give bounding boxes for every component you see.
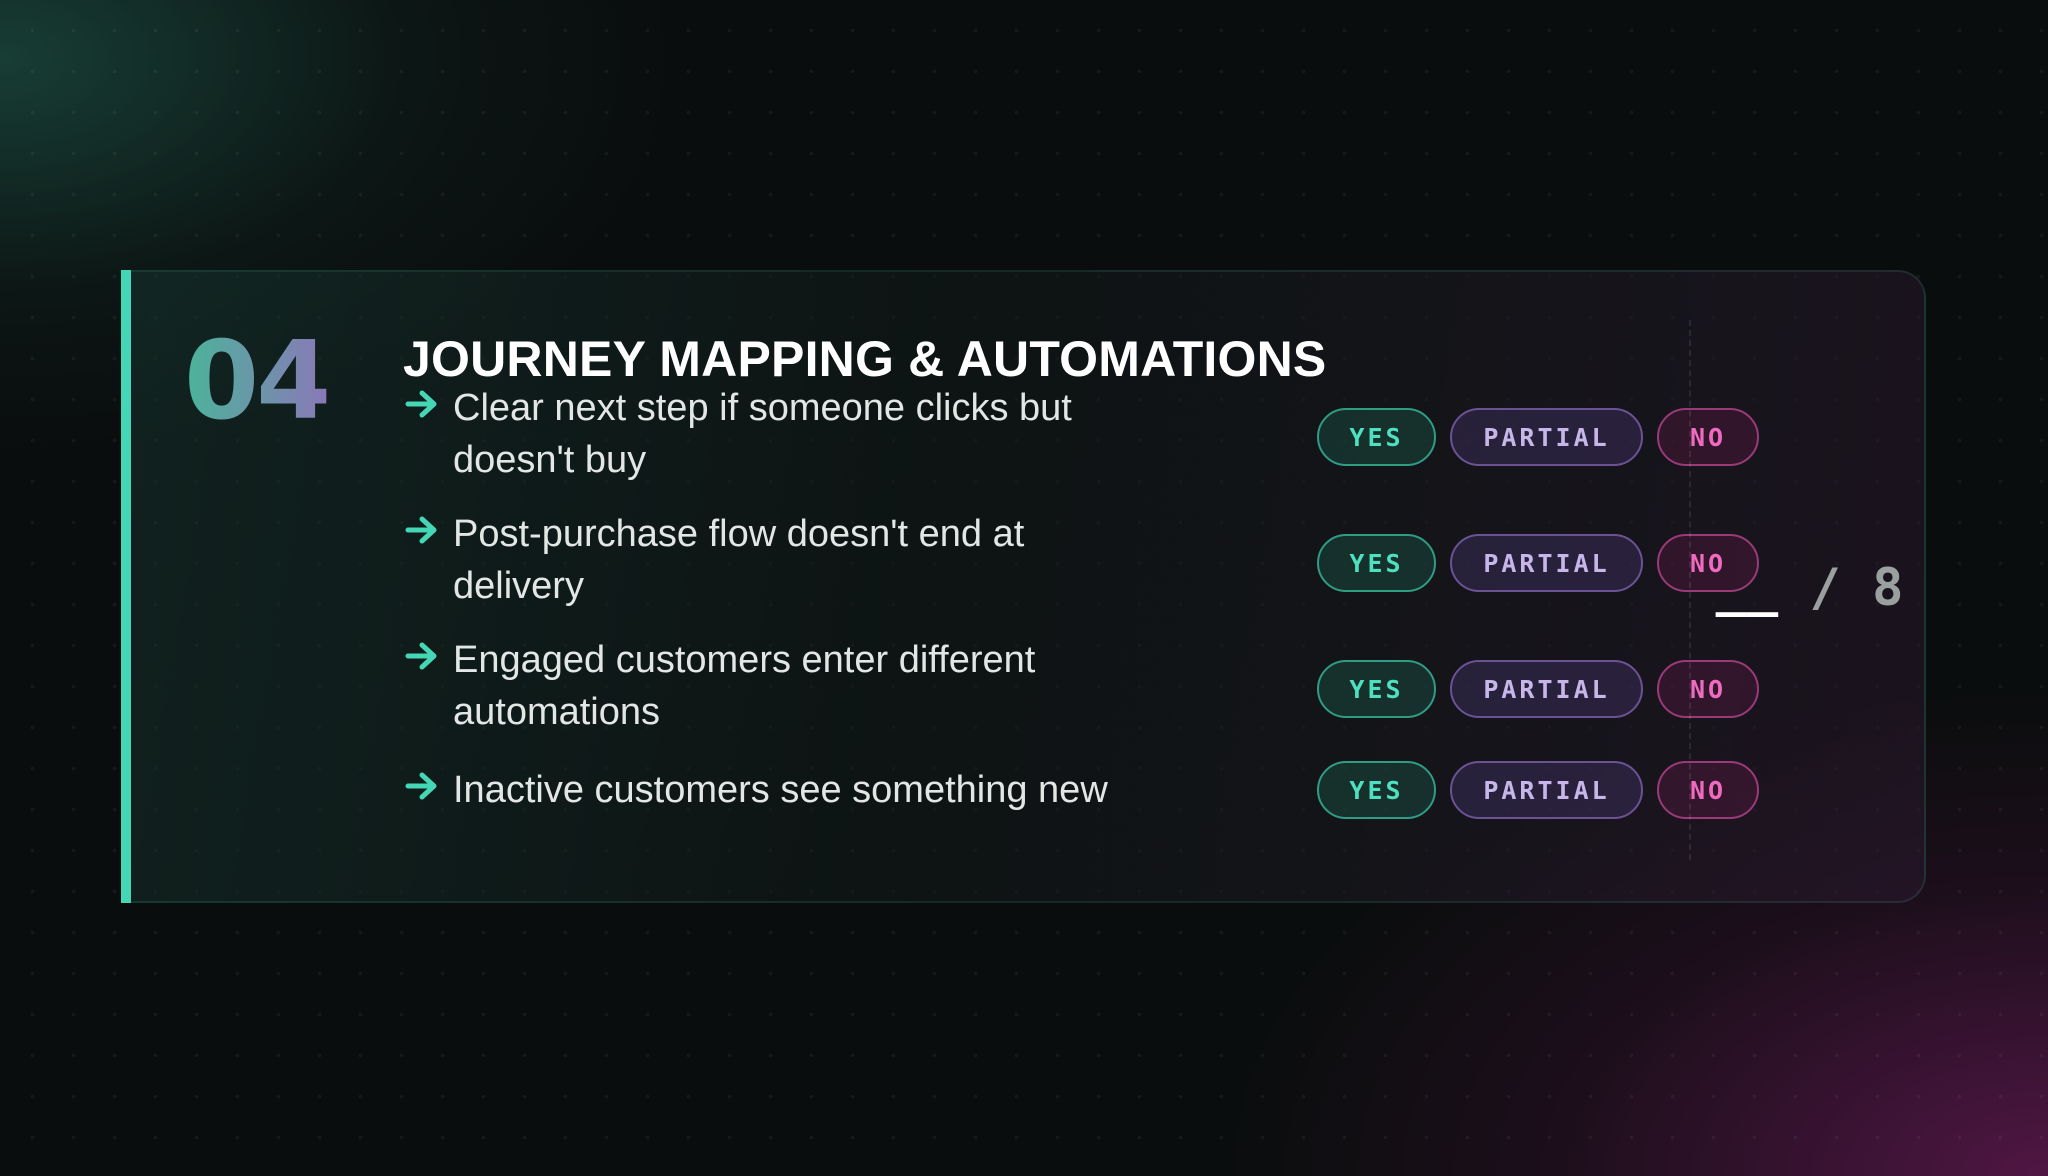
- partial-button[interactable]: PARTIAL: [1450, 534, 1643, 592]
- partial-button[interactable]: PARTIAL: [1450, 761, 1643, 819]
- partial-button[interactable]: PARTIAL: [1450, 408, 1643, 466]
- checklist-item-text: Inactive customers see something new: [453, 769, 1108, 811]
- score-separator: /: [1778, 558, 1873, 618]
- no-button[interactable]: NO: [1657, 761, 1759, 819]
- arrow-right-icon: [405, 772, 437, 800]
- yes-button[interactable]: YES: [1317, 761, 1436, 819]
- partial-button[interactable]: PARTIAL: [1450, 660, 1643, 718]
- section-number: 04: [184, 319, 331, 444]
- yes-button[interactable]: YES: [1317, 534, 1436, 592]
- score-divider: [1689, 320, 1691, 860]
- no-button[interactable]: NO: [1657, 408, 1759, 466]
- yes-button[interactable]: YES: [1317, 408, 1436, 466]
- score-blank: __: [1715, 558, 1779, 618]
- no-button[interactable]: NO: [1657, 660, 1759, 718]
- checklist-card: 04 JOURNEY MAPPING & AUTOMATIONS Clear n…: [121, 270, 1926, 903]
- arrow-right-icon: [405, 390, 437, 418]
- yes-button[interactable]: YES: [1317, 660, 1436, 718]
- checklist-item-text: Clear next step if someone clicks but do…: [453, 387, 1072, 481]
- checklist-item-text: Post-purchase flow doesn't end at delive…: [453, 513, 1025, 607]
- checklist-item-text: Engaged customers enter different automa…: [453, 639, 1036, 733]
- score-total: 8: [1872, 558, 1904, 618]
- arrow-right-icon: [405, 516, 437, 544]
- arrow-right-icon: [405, 642, 437, 670]
- no-button[interactable]: NO: [1657, 534, 1759, 592]
- card-accent-bar: [121, 270, 131, 903]
- score-display: __ / 8: [1693, 558, 1926, 618]
- section-title: JOURNEY MAPPING & AUTOMATIONS: [403, 331, 1327, 387]
